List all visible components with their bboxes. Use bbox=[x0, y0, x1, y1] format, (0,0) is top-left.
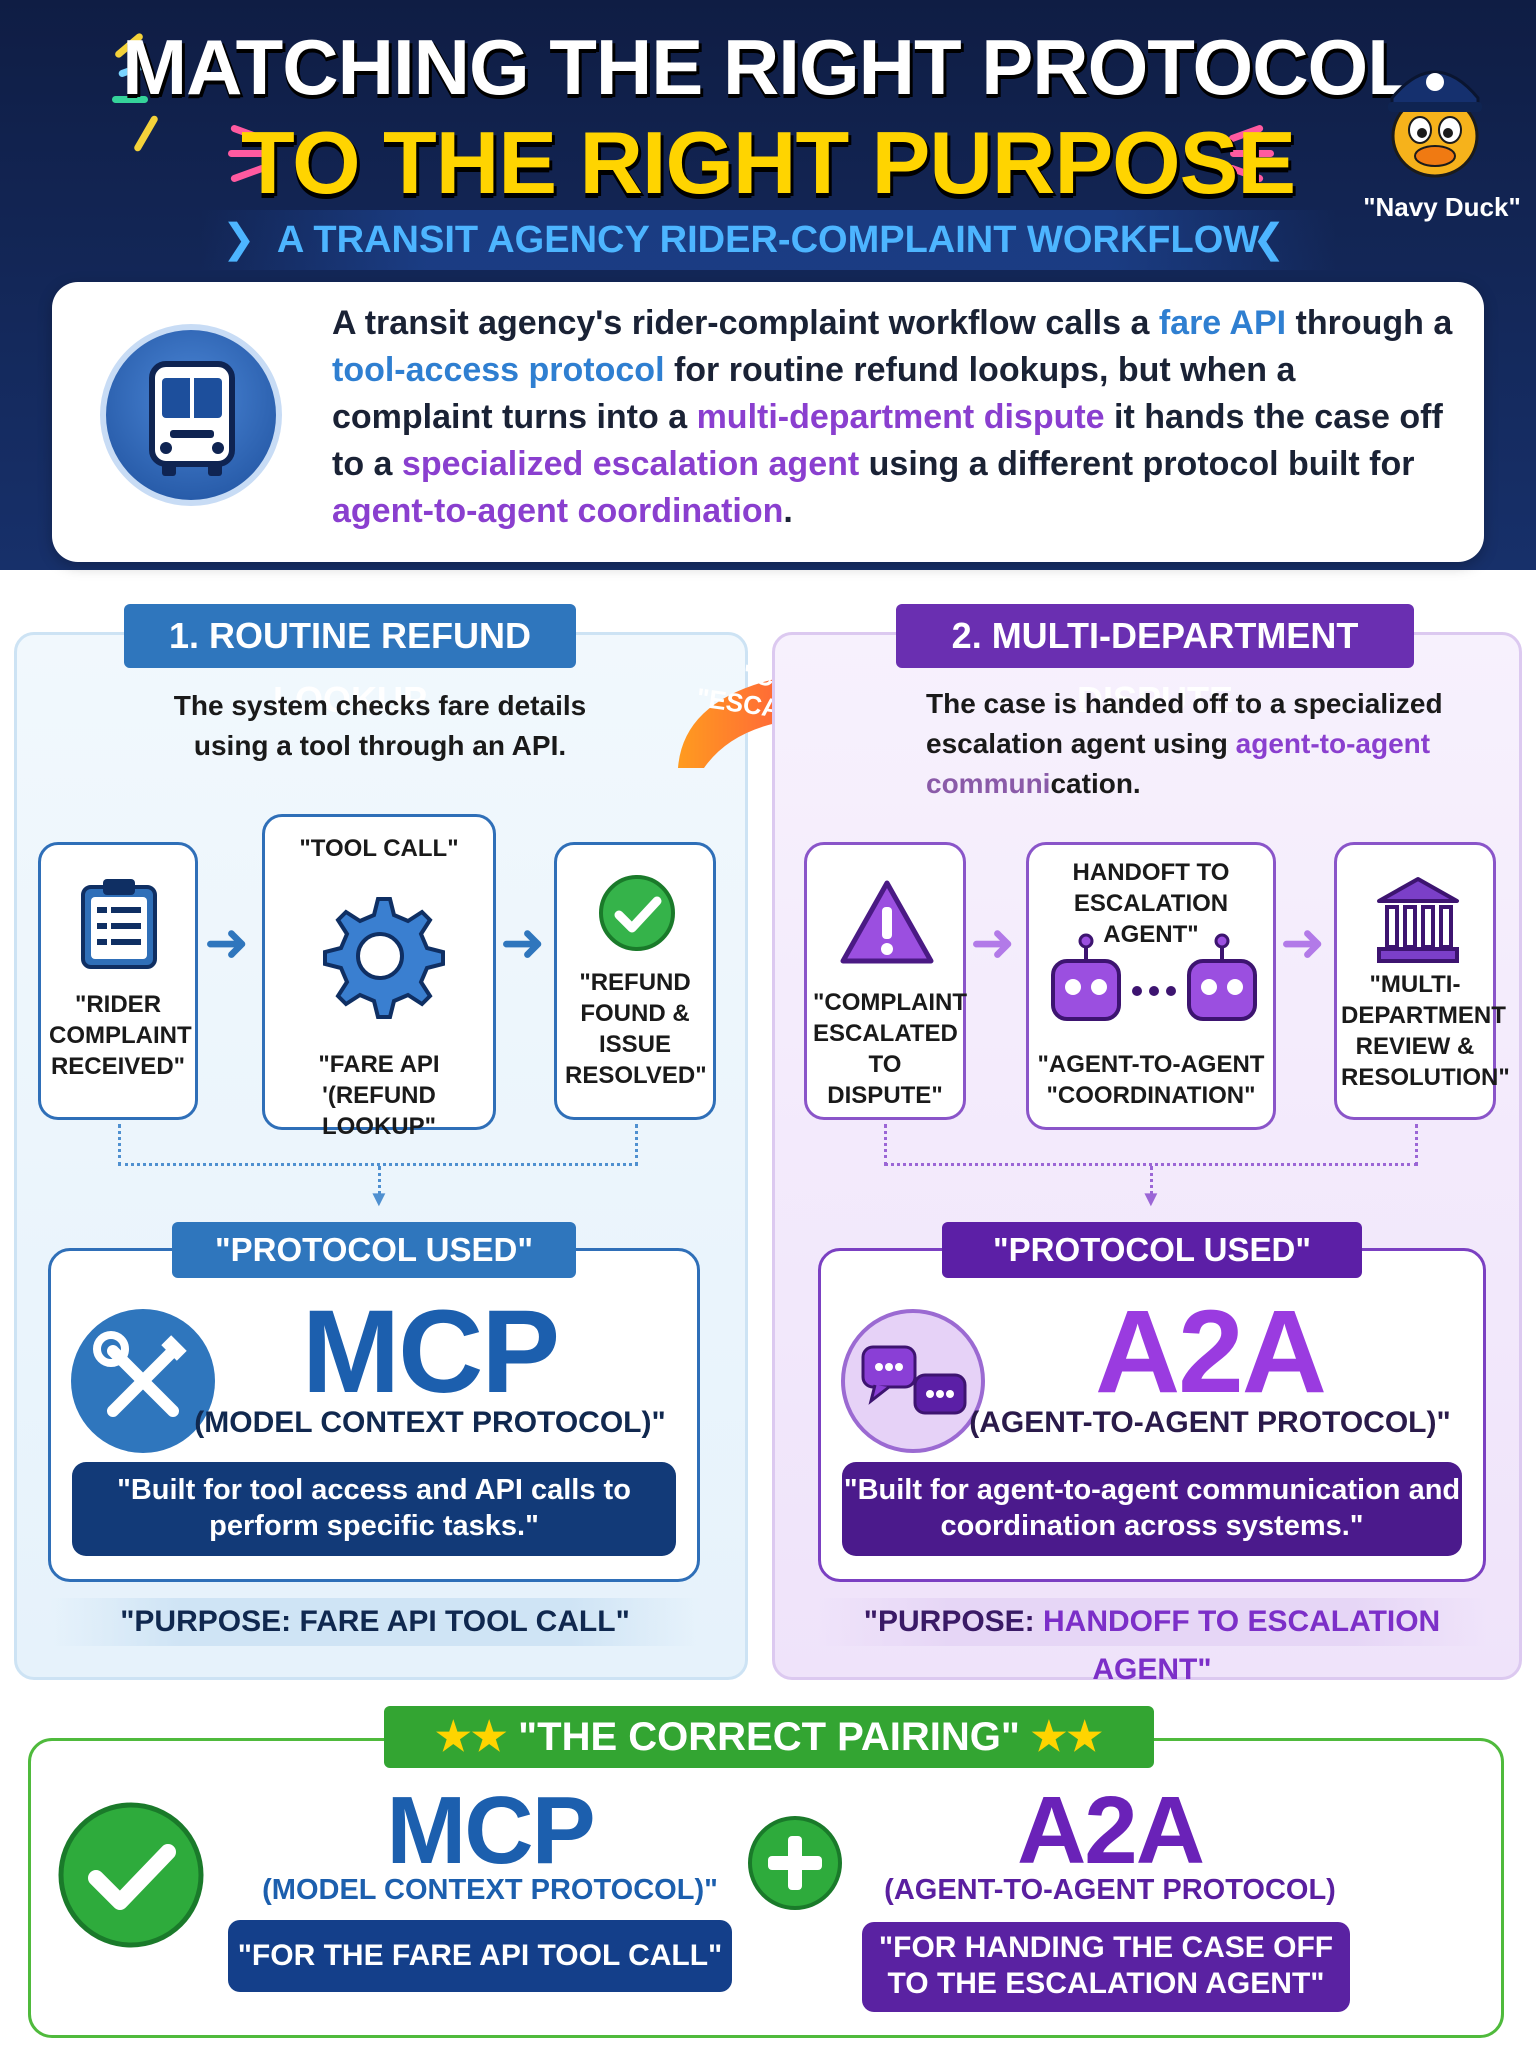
pairing-a2a-purpose: "FOR HANDING THE CASE OFF TO THE ESCALAT… bbox=[862, 1922, 1350, 2012]
step-handoff: HANDOFT TO ESCALATION AGENT" "AGENT-TO-A… bbox=[1026, 842, 1276, 1130]
step-rider-complaint-label: "RIDER COMPLAINT RECEIVED" bbox=[49, 991, 192, 1080]
right-description: The case is handed off to a specialized … bbox=[926, 688, 1443, 799]
step-refund-resolved: "REFUND FOUND & ISSUE RESOLVED" bbox=[554, 842, 716, 1120]
stars-icon: ★★ bbox=[1030, 1715, 1103, 1759]
step-handoff-bottom-label: "AGENT-TO-AGENT "COORDINATION" bbox=[1037, 1051, 1265, 1109]
routine-refund-tab: 1. ROUTINE REFUND LOOKUP bbox=[124, 604, 576, 720]
multi-department-tab: 2. MULTI-DEPARTMENT DISPUTE bbox=[896, 604, 1414, 720]
subtitle: A TRANSIT AGENCY RIDER-COMPLAINT WORKFLO… bbox=[200, 210, 1336, 270]
mcp-name: MCP bbox=[301, 1286, 560, 1418]
step-handoff-top-label: HANDOFT TO ESCALATION AGENT" bbox=[1072, 859, 1230, 948]
step-multi-department-label: "MULTI-DEPARTMENT REVIEW & RESOLUTION" bbox=[1341, 971, 1510, 1091]
decor-ray bbox=[112, 96, 148, 103]
pairing-a2a-full: (AGENT-TO-AGENT PROTOCOL) bbox=[884, 1874, 1336, 1906]
protocol-used-tab-right: "PROTOCOL USED" bbox=[942, 1222, 1362, 1278]
intro-card: A transit agency's rider-complaint workf… bbox=[52, 282, 1484, 562]
mascot-label: "Navy Duck" bbox=[1363, 192, 1521, 222]
connector-dotted bbox=[378, 1166, 381, 1202]
intro-text: A transit agency's rider-complaint workf… bbox=[332, 304, 1453, 530]
arrow-right-icon: ➜ bbox=[1280, 913, 1326, 973]
title-line-2: TO THE RIGHT PURPOSE bbox=[240, 113, 1296, 212]
check-circle-icon bbox=[597, 873, 677, 958]
duck-mascot-icon bbox=[1380, 36, 1490, 196]
title-line-1: MATCHING THE RIGHT PROTOCOL bbox=[122, 23, 1415, 111]
purpose-right: "PURPOSE: HANDOFF TO ESCALATION AGENT" bbox=[818, 1598, 1486, 1686]
step-tool-call: "TOOL CALL" "FARE API '(REFUND LOOKUP" bbox=[262, 814, 496, 1140]
step-refund-resolved-label: "REFUND FOUND & ISSUE RESOLVED" bbox=[565, 969, 707, 1089]
chevron-right-icon: ❯ bbox=[222, 217, 256, 261]
plus-icon bbox=[748, 1816, 842, 1910]
robot-agents-icon bbox=[1047, 933, 1261, 1034]
protocol-used-tab-left: "PROTOCOL USED" bbox=[172, 1222, 576, 1278]
arrow-down-icon: ▼ bbox=[1140, 1186, 1162, 1211]
correct-pairing-tab: ★★ "THE CORRECT PAIRING" ★★ bbox=[384, 1706, 1154, 1768]
mcp-full-name: (MODEL CONTEXT PROTOCOL)" bbox=[194, 1406, 666, 1439]
connector-dotted bbox=[1150, 1166, 1153, 1202]
a2a-full-name: (AGENT-TO-AGENT PROTOCOL)" bbox=[969, 1406, 1451, 1439]
decor-ray bbox=[228, 150, 272, 157]
purpose-left: "PURPOSE: FARE API TOOL CALL" bbox=[50, 1598, 700, 1646]
arrow-right-icon: ➜ bbox=[204, 913, 250, 973]
gear-icon bbox=[315, 891, 445, 1026]
pairing-mcp-full: (MODEL CONTEXT PROTOCOL)" bbox=[262, 1874, 718, 1906]
bank-building-icon bbox=[1375, 875, 1461, 970]
clipboard-icon bbox=[77, 875, 161, 976]
step-tool-call-bottom-label: "FARE API '(REFUND LOOKUP" bbox=[318, 1051, 440, 1140]
stars-icon: ★★ bbox=[435, 1715, 508, 1759]
arrow-down-icon: ▼ bbox=[368, 1186, 390, 1211]
step-tool-call-top-label: "TOOL CALL" bbox=[299, 835, 459, 862]
step-complaint-escalated: "COMPLAINT ESCALATED TO DISPUTE" bbox=[804, 842, 968, 1120]
arrow-right-icon: ➜ bbox=[500, 913, 546, 973]
chat-bubbles-icon bbox=[841, 1309, 985, 1453]
connector-dotted bbox=[118, 1124, 638, 1166]
pairing-mcp-name: MCP bbox=[386, 1777, 595, 1884]
decor-ray bbox=[1230, 150, 1274, 157]
warning-icon bbox=[837, 877, 937, 972]
step-rider-complaint: "RIDER COMPLAINT RECEIVED" bbox=[38, 842, 198, 1120]
mcp-quote: "Built for tool access and API calls to … bbox=[72, 1462, 676, 1556]
pairing-a2a-name: A2A bbox=[1016, 1777, 1205, 1884]
connector-dotted bbox=[884, 1124, 1418, 1166]
a2a-quote: "Built for agent-to-agent communication … bbox=[842, 1462, 1462, 1556]
step-complaint-escalated-label: "COMPLAINT ESCALATED TO DISPUTE" bbox=[813, 989, 968, 1109]
bus-icon bbox=[100, 324, 282, 506]
a2a-name: A2A bbox=[1094, 1286, 1327, 1418]
step-multi-department-review: "MULTI-DEPARTMENT REVIEW & RESOLUTION" bbox=[1334, 842, 1510, 1120]
check-circle-icon bbox=[56, 1800, 206, 1950]
chevron-left-icon: ❮ bbox=[1252, 217, 1286, 261]
tools-icon bbox=[71, 1309, 215, 1453]
pairing-mcp-purpose: "FOR THE FARE API TOOL CALL" bbox=[228, 1920, 732, 1992]
arrow-right-icon: ➜ bbox=[970, 913, 1016, 973]
